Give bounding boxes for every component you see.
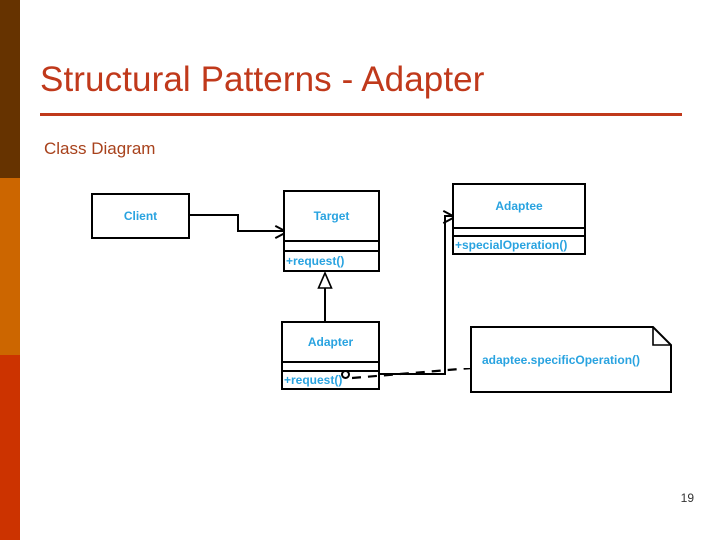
- sidebar-band-bottom: [0, 355, 20, 540]
- note-dashed-connector: [352, 368, 472, 380]
- assoc-client-target-segment-3: [237, 230, 283, 232]
- generalization-line-adapter-target: [324, 288, 326, 322]
- assoc-adapter-adaptee-segment-3: [444, 215, 454, 217]
- note-anchor-dot-icon: [341, 370, 350, 379]
- uml-operations-adapter: +request(): [283, 370, 378, 388]
- assoc-client-target-segment-1: [190, 214, 239, 216]
- uml-attributes-adapter: [283, 361, 378, 370]
- assoc-adapter-adaptee-segment-1: [380, 373, 446, 375]
- sidebar-band-middle: [0, 178, 20, 355]
- uml-class-name-adaptee: Adaptee: [495, 199, 543, 213]
- generalization-triangle-icon: [317, 272, 333, 289]
- uml-class-name-target: Target: [313, 209, 350, 223]
- page-number: 19: [680, 491, 694, 505]
- assoc-client-target-segment-2: [237, 214, 239, 232]
- uml-class-target[interactable]: Target +request(): [283, 190, 380, 272]
- uml-operations-target: +request(): [285, 250, 378, 270]
- uml-class-client[interactable]: Client: [91, 193, 190, 239]
- uml-class-adaptee[interactable]: Adaptee +specialOperation(): [452, 183, 586, 255]
- uml-note[interactable]: adaptee.specificOperation(): [470, 326, 672, 393]
- assoc-adapter-adaptee-segment-2: [444, 215, 446, 375]
- uml-operations-adaptee: +specialOperation(): [454, 235, 584, 253]
- page-title: Structural Patterns - Adapter: [40, 60, 485, 99]
- slide-subtitle: Class Diagram: [44, 139, 156, 158]
- uml-attributes-adaptee: [454, 227, 584, 235]
- uml-class-name-client: Client: [123, 209, 158, 223]
- uml-attributes-target: [285, 240, 378, 250]
- uml-class-adapter[interactable]: Adapter +request(): [281, 321, 380, 390]
- uml-note-text: adaptee.specificOperation(): [482, 352, 641, 367]
- sidebar-band-top: [0, 0, 20, 178]
- uml-class-name-adapter: Adapter: [307, 335, 354, 349]
- sidebar-color-strip: [0, 0, 20, 540]
- title-divider: [40, 113, 682, 116]
